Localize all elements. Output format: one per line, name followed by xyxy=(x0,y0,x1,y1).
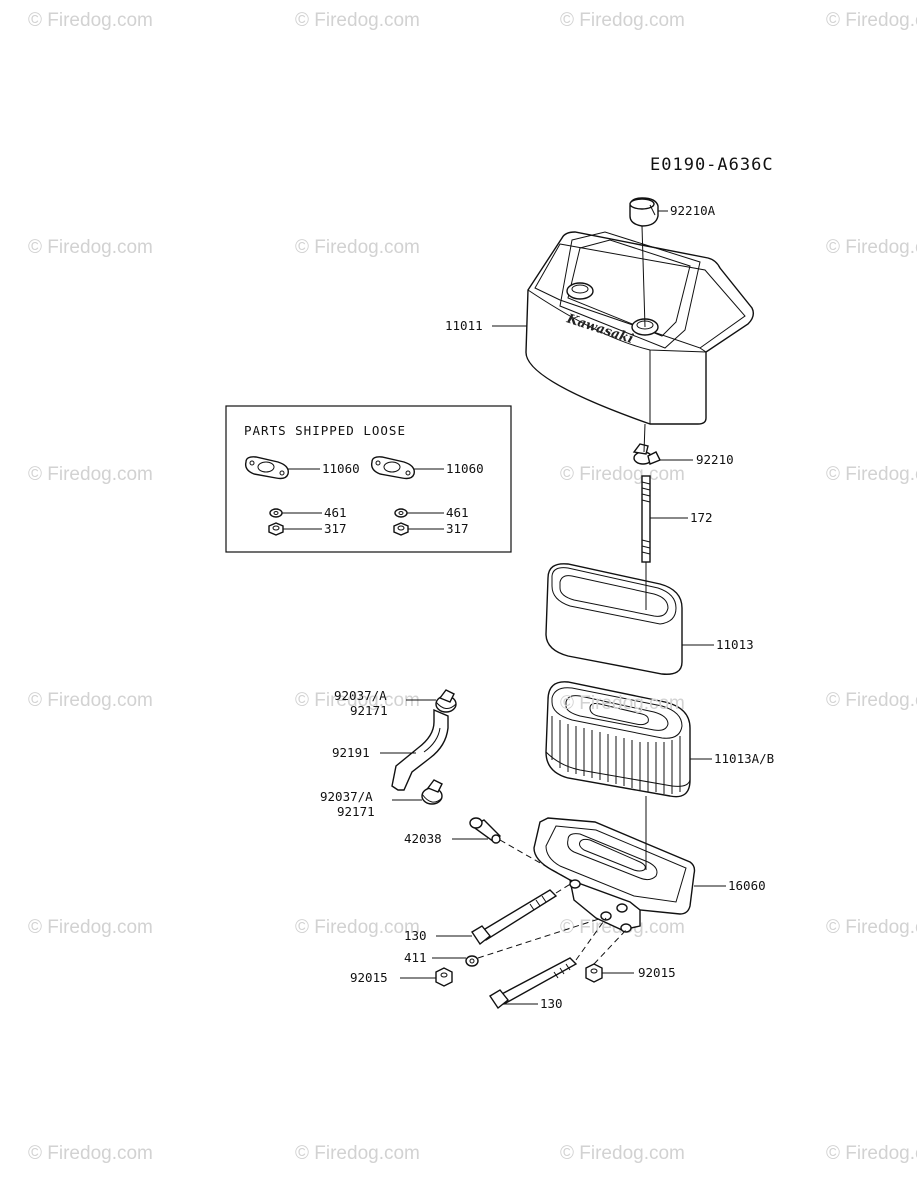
watermark: © Firedog.com xyxy=(560,464,685,485)
callout-knob[interactable]: 92210A xyxy=(670,203,716,218)
callout-nut-left[interactable]: 92015 xyxy=(350,970,388,985)
air-cleaner-base-16060[interactable] xyxy=(533,817,696,933)
callout-washer-left[interactable]: 461 xyxy=(324,505,347,520)
watermark-center: © Firedog.com xyxy=(560,693,685,714)
callout-element[interactable]: 11013A/B xyxy=(714,751,774,766)
callout-washer[interactable]: 411 xyxy=(404,950,427,965)
watermark: © Firedog.com xyxy=(826,10,917,31)
hose-92191[interactable] xyxy=(391,708,449,791)
callout-stud[interactable]: 172 xyxy=(690,510,713,525)
diagram-code: E0190-A636C xyxy=(650,155,774,175)
callout-nut-left-loose[interactable]: 317 xyxy=(324,521,347,536)
watermark: © Firedog.com xyxy=(28,237,153,258)
callout-washer-right[interactable]: 461 xyxy=(446,505,469,520)
flange-nut-92015-left[interactable] xyxy=(435,967,453,987)
callout-hose[interactable]: 92191 xyxy=(332,745,370,760)
washer-411[interactable] xyxy=(465,955,479,967)
gasket-11060-left[interactable] xyxy=(244,456,289,480)
watermark: © Firedog.com xyxy=(826,917,917,938)
precleaner-11013[interactable] xyxy=(545,563,683,675)
watermark: © Firedog.com xyxy=(560,1143,685,1164)
watermark: © Firedog.com xyxy=(826,237,917,258)
knob-92210a[interactable] xyxy=(629,197,659,227)
watermark: © Firedog.com xyxy=(560,10,685,31)
lock-washer-461-right[interactable] xyxy=(394,508,408,518)
bolt-130-upper[interactable] xyxy=(471,889,558,946)
callout-clamp-top-a[interactable]: 92037/A xyxy=(334,688,387,703)
watermark: © Firedog.com xyxy=(826,464,917,485)
callout-fitting[interactable]: 42038 xyxy=(404,831,442,846)
watermark: © Firedog.com xyxy=(28,10,153,31)
callout-wing-nut[interactable]: 92210 xyxy=(696,452,734,467)
watermark: © Firedog.com xyxy=(295,237,420,258)
watermark: © Firedog.com xyxy=(826,1143,917,1164)
watermark: © Firedog.com xyxy=(295,690,420,711)
watermark: © Firedog.com xyxy=(295,1143,420,1164)
air-cleaner-cover-11011[interactable]: Kawasaki xyxy=(525,231,755,425)
lock-washer-461-left[interactable] xyxy=(269,508,283,518)
watermark: © Firedog.com xyxy=(295,917,420,938)
callout-precleaner[interactable]: 11013 xyxy=(716,637,754,652)
callout-clamp-bottom-a[interactable]: 92037/A xyxy=(320,789,373,804)
loose-box-title: PARTS SHIPPED LOOSE xyxy=(244,423,406,438)
callout-cover[interactable]: 11011 xyxy=(445,318,483,333)
hose-clamp-bottom[interactable] xyxy=(421,779,443,805)
air-filter-element-11013ab[interactable] xyxy=(545,681,691,798)
stud-172[interactable] xyxy=(641,475,651,563)
watermark: © Firedog.com xyxy=(826,690,917,711)
callout-bolt-upper[interactable]: 130 xyxy=(404,928,427,943)
callout-nut-right[interactable]: 92015 xyxy=(638,965,676,980)
flange-nut-92015-right[interactable] xyxy=(585,963,603,983)
gasket-11060-right[interactable] xyxy=(370,456,415,480)
watermark: © Firedog.com xyxy=(28,690,153,711)
nut-317-left[interactable] xyxy=(268,522,284,536)
hose-clamp-top[interactable] xyxy=(435,689,457,713)
callout-nut-right-loose[interactable]: 317 xyxy=(446,521,469,536)
watermark: © Firedog.com xyxy=(28,917,153,938)
nut-317-right[interactable] xyxy=(393,522,409,536)
callout-bolt-lower[interactable]: 130 xyxy=(540,996,563,1011)
parts-shipped-loose-box: PARTS SHIPPED LOOSE 11060 11060 xyxy=(225,405,512,553)
callout-clamp-top-b[interactable]: 92171 xyxy=(350,703,388,718)
bolt-130-lower[interactable] xyxy=(489,957,578,1010)
fitting-42038[interactable] xyxy=(469,817,501,844)
wing-nut-92210[interactable] xyxy=(632,443,661,465)
watermark: © Firedog.com xyxy=(28,1143,153,1164)
callout-clamp-bottom-b[interactable]: 92171 xyxy=(337,804,375,819)
callout-gasket-left[interactable]: 11060 xyxy=(322,461,360,476)
watermark: © Firedog.com xyxy=(295,10,420,31)
callout-base[interactable]: 16060 xyxy=(728,878,766,893)
callout-gasket-right[interactable]: 11060 xyxy=(446,461,484,476)
watermark: © Firedog.com xyxy=(28,464,153,485)
